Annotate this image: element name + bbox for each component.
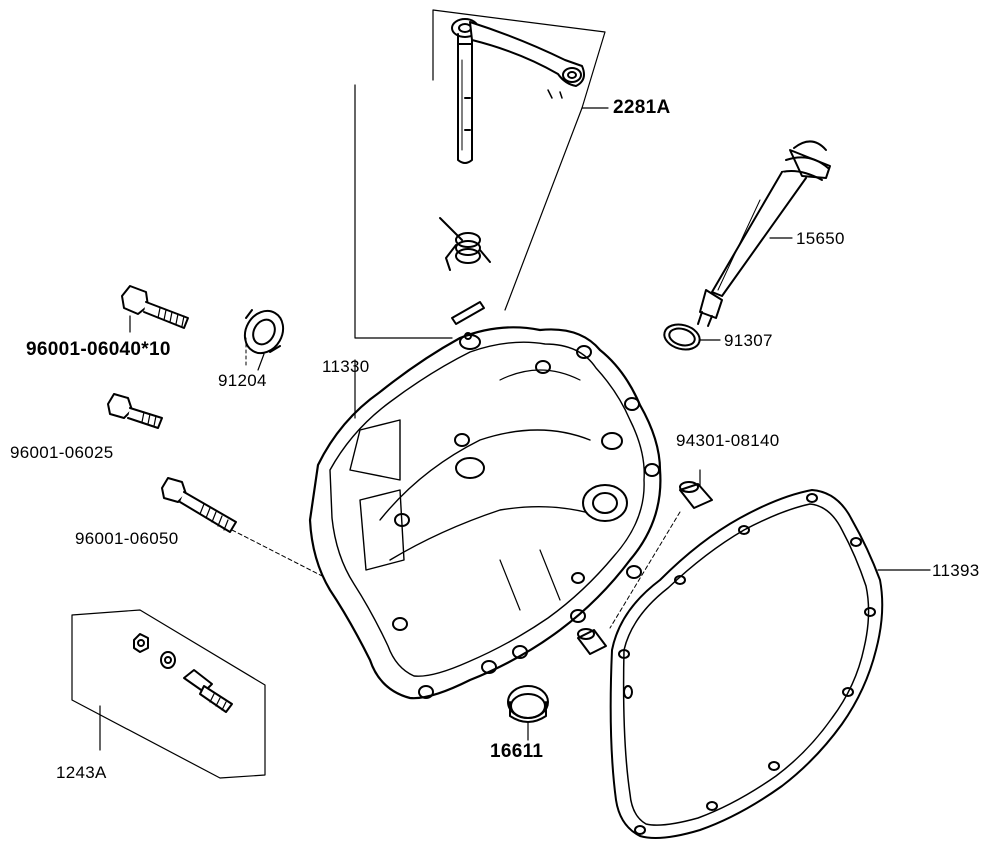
- crankcase-cover-part: [310, 327, 660, 698]
- callout-96001-06025: 96001-06025: [10, 443, 114, 462]
- callout-16611: 16611: [490, 741, 544, 762]
- clutch-cable-part: [698, 141, 830, 326]
- leader-lines: [129, 315, 265, 371]
- shift-shaft-group-outline: [354, 9, 609, 339]
- callout-91307: 91307: [724, 331, 773, 350]
- callout-96001-06040: 96001-06040*10: [26, 339, 171, 360]
- callout-2281A: 2281A: [613, 97, 671, 118]
- bolt-kit-part: [134, 634, 232, 712]
- o-ring-part: [662, 321, 720, 353]
- bolt-b-part: [108, 394, 162, 428]
- callout-96001-06050: 96001-06050: [75, 529, 179, 548]
- callout-94301-08140: 94301-08140: [676, 431, 780, 450]
- bolt-kit-group-outline: [71, 609, 266, 779]
- callout-11393: 11393: [932, 561, 980, 580]
- bolt-c-part: [162, 478, 330, 580]
- return-spring-part: [440, 218, 490, 270]
- callout-91204: 91204: [218, 371, 267, 390]
- oil-seal-b-part: [508, 686, 548, 740]
- dowel-pin-part: [578, 470, 712, 654]
- callout-15650: 15650: [796, 229, 845, 248]
- oil-seal-a-part: [237, 304, 290, 368]
- gasket-part: [611, 490, 930, 838]
- pin-part: [452, 302, 484, 324]
- callout-11330: 11330: [322, 357, 370, 376]
- shift-shaft-part: [452, 19, 584, 163]
- bolt-a-part: [122, 286, 188, 328]
- callout-1243A: 1243A: [56, 763, 107, 782]
